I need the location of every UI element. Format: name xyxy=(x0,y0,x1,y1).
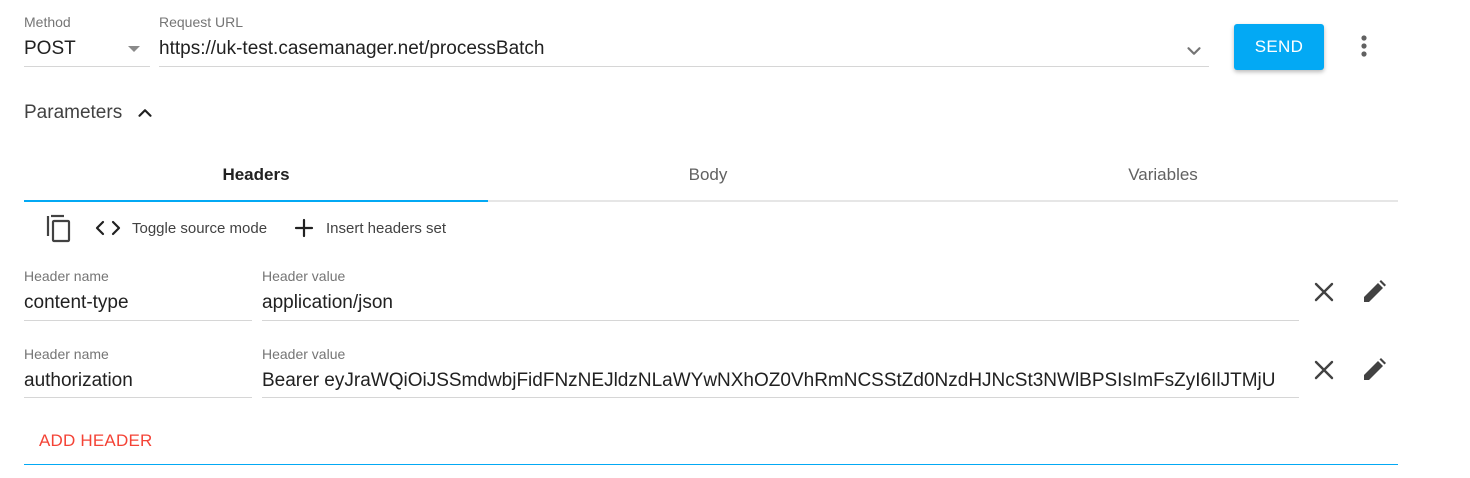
active-tab-indicator xyxy=(24,200,488,202)
close-icon[interactable] xyxy=(1310,356,1338,384)
plus-icon xyxy=(294,218,314,238)
send-button[interactable]: SEND xyxy=(1234,24,1324,70)
toggle-source-button[interactable]: Toggle source mode xyxy=(94,214,267,242)
header-name-underline xyxy=(24,397,252,398)
close-icon[interactable] xyxy=(1310,278,1338,306)
header-name-input[interactable]: content-type xyxy=(24,292,129,313)
toggle-source-label: Toggle source mode xyxy=(132,219,268,237)
parameters-title: Parameters xyxy=(24,102,123,123)
header-value-label: Header value xyxy=(262,346,346,362)
add-header-button[interactable]: ADD HEADER xyxy=(39,431,153,450)
url-label: Request URL xyxy=(159,14,244,30)
method-value: POST xyxy=(24,38,76,59)
tabs-divider xyxy=(24,200,1398,202)
request-url-input[interactable]: https://uk-test.casemanager.net/processB… xyxy=(159,36,1209,66)
tab-headers[interactable]: Headers xyxy=(222,165,290,184)
tab-variables[interactable]: Variables xyxy=(1128,165,1198,184)
copy-icon[interactable] xyxy=(44,212,74,244)
parameters-toggle[interactable]: Parameters xyxy=(24,98,156,128)
header-name-label: Header name xyxy=(24,268,109,284)
method-select[interactable]: POST xyxy=(24,36,150,66)
pencil-icon[interactable] xyxy=(1360,278,1388,306)
code-icon xyxy=(95,220,121,236)
url-underline xyxy=(159,66,1209,67)
chevron-up-icon xyxy=(138,109,152,117)
header-name-underline xyxy=(24,320,252,321)
chevron-down-icon[interactable] xyxy=(1183,40,1205,62)
header-value-input[interactable]: application/json xyxy=(262,292,393,313)
header-value-underline xyxy=(262,397,1299,398)
header-value-input[interactable]: Bearer eyJraWQiOiJSSmdwbjFidFNzNEJldzNLa… xyxy=(262,370,1276,391)
method-underline xyxy=(24,66,150,67)
caret-down-icon xyxy=(128,46,140,52)
more-vert-icon[interactable] xyxy=(1350,30,1378,62)
request-url-value: https://uk-test.casemanager.net/processB… xyxy=(159,38,545,59)
insert-headers-set-button[interactable]: Insert headers set xyxy=(292,214,446,242)
header-name-input[interactable]: authorization xyxy=(24,370,133,391)
pencil-icon[interactable] xyxy=(1360,356,1388,384)
header-value-underline xyxy=(262,320,1299,321)
header-value-label: Header value xyxy=(262,268,346,284)
header-name-label: Header name xyxy=(24,346,109,362)
insert-headers-set-label: Insert headers set xyxy=(326,219,447,237)
section-bottom-divider xyxy=(24,464,1398,465)
method-label: Method xyxy=(24,14,71,30)
tab-body[interactable]: Body xyxy=(688,165,728,184)
